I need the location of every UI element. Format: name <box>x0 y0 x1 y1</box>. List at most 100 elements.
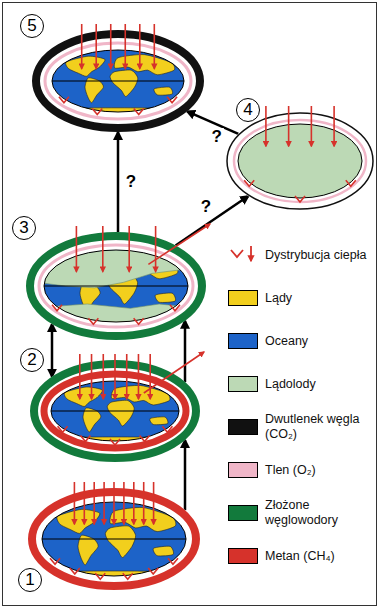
heat-chevron <box>58 426 68 432</box>
heat-arrows <box>244 106 356 202</box>
heat-arrow <box>84 482 86 524</box>
heat-arrow <box>81 24 83 69</box>
legend-row: Złożone węglowodory <box>228 496 374 530</box>
heat-arrow <box>126 354 128 399</box>
heat-chevron <box>110 439 120 445</box>
globe-illustration <box>30 360 200 462</box>
stage-number: 2 <box>20 348 44 372</box>
legend-row: Tlen (O₂) <box>228 453 374 487</box>
legend-label: Dwutlenek węgla (CO₂) <box>265 412 371 442</box>
atmosphere-ring <box>45 43 191 119</box>
legend-swatch <box>228 462 258 478</box>
heat-arrow <box>154 24 156 69</box>
stage-number: 5 <box>20 14 44 38</box>
ocean <box>52 50 184 112</box>
heat-chevron <box>92 108 102 114</box>
heat-chevron <box>170 305 180 311</box>
legend-swatch <box>228 505 258 521</box>
legend-row: Dwutlenek węgla (CO₂) <box>228 410 374 444</box>
heat-chevron <box>95 573 105 579</box>
continent <box>110 507 176 531</box>
heat-arrow <box>123 482 125 524</box>
heat-chevron <box>148 568 158 574</box>
heat-chevron <box>167 97 177 103</box>
legend-row: Metan (CH₄) <box>228 539 374 573</box>
globe-outline <box>52 50 184 112</box>
heat-chevron <box>52 305 62 311</box>
transition-arrow <box>184 440 187 510</box>
legend-label: Oceany <box>265 334 371 349</box>
heat-chevron <box>140 436 150 442</box>
globe-outline <box>44 250 188 322</box>
earth-stage: 3 <box>26 232 206 340</box>
heat-chevron <box>162 426 172 432</box>
heat-chevron <box>80 436 90 442</box>
equator <box>42 539 186 540</box>
legend-swatch <box>228 290 258 306</box>
heat-arrows <box>50 482 178 579</box>
globe-illustration <box>226 112 374 210</box>
heat-chevron <box>134 318 144 324</box>
stage-number: 1 <box>18 568 42 592</box>
globe-illustration <box>26 232 206 340</box>
edge-label: ? <box>124 173 138 191</box>
legend-label: Lądolody <box>265 377 371 392</box>
continent <box>110 70 138 97</box>
equator <box>44 286 188 287</box>
heat-arrow <box>74 482 76 524</box>
heat-arrow <box>143 482 145 524</box>
earth-globe <box>37 246 195 325</box>
atmosphere-ring <box>227 113 373 209</box>
legend-row: Oceany <box>228 324 374 358</box>
atmosphere-ring <box>30 236 202 336</box>
heat-chevron <box>346 180 356 186</box>
heat-arrows <box>58 352 204 445</box>
equator <box>52 81 184 82</box>
legend-label: Złożone węglowodory <box>265 498 371 528</box>
heat-arrow <box>113 482 115 524</box>
continent <box>83 408 101 432</box>
heat-reflection <box>144 352 204 393</box>
heat-arrow <box>155 226 157 272</box>
heat-arrow <box>139 24 141 69</box>
atmosphere-ground <box>32 30 204 132</box>
heat-arrow <box>103 482 105 524</box>
earth-stage: 2 <box>30 360 200 462</box>
heat-chevron <box>244 180 254 186</box>
continent <box>155 293 175 302</box>
heat-arrow <box>333 106 335 146</box>
heat-chevron <box>295 196 305 202</box>
heat-chevron <box>70 568 80 574</box>
ice-sheet <box>37 246 195 287</box>
edge-label: ? <box>199 198 213 216</box>
equator <box>51 411 179 412</box>
heat-arrow <box>79 354 81 399</box>
legend-label: Metan (CH₄) <box>265 549 371 564</box>
heat-arrow <box>265 106 267 146</box>
transition-arrow <box>117 132 120 232</box>
earth-stage: 5 <box>32 30 204 132</box>
heat-arrow <box>102 354 104 399</box>
continent <box>114 55 174 75</box>
heat-chevron <box>88 318 98 324</box>
edge-label: ? <box>210 128 224 146</box>
legend: Dystrybucja ciepłaLądyOceanyLądolodyDwut… <box>228 238 374 582</box>
continent <box>153 546 173 556</box>
ice-globe <box>238 124 362 198</box>
legend-swatch <box>228 548 258 564</box>
continent <box>67 108 169 114</box>
transition-arrow <box>184 321 187 382</box>
heat-arrow <box>110 24 112 69</box>
heat-reflection <box>148 224 210 264</box>
heat-symbol <box>228 244 258 266</box>
heat-arrow <box>288 106 290 146</box>
stage-number: 3 <box>12 216 36 240</box>
legend-row: Lądy <box>228 281 374 315</box>
heat-arrow <box>138 354 140 399</box>
heat-chevron <box>123 573 133 579</box>
heat-arrows <box>59 24 177 114</box>
earth-globe <box>52 50 184 114</box>
legend-swatch <box>228 419 258 435</box>
continent <box>78 535 98 565</box>
